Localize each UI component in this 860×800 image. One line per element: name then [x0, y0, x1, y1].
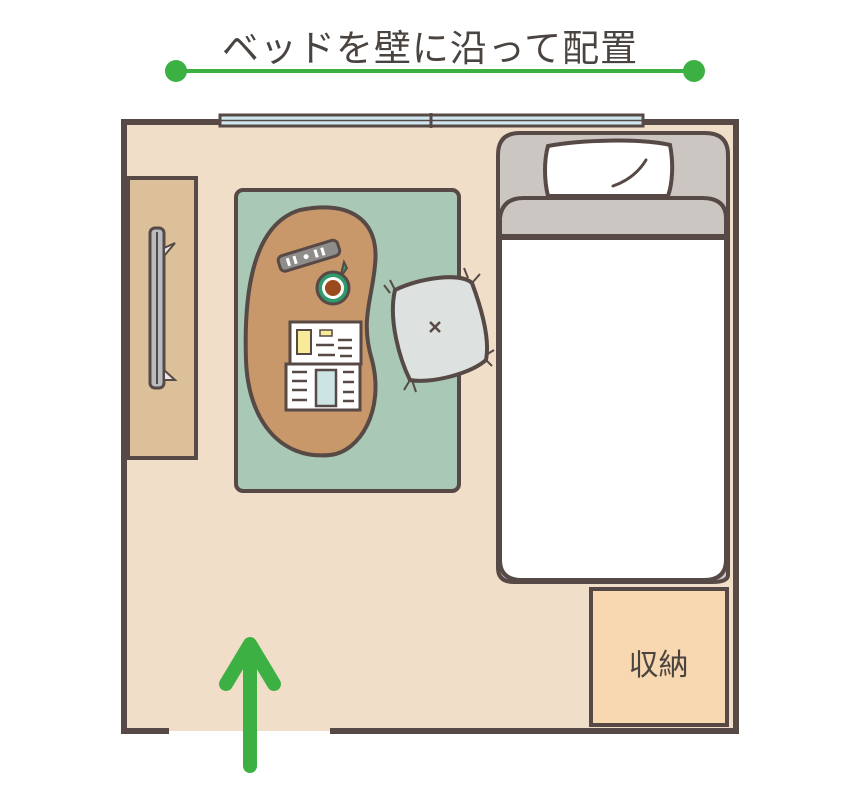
- bed-wall-indicator-line: [165, 60, 705, 82]
- pillow: [543, 138, 675, 198]
- coffee-cup-icon: [315, 259, 351, 306]
- storage-closet: [589, 587, 729, 727]
- remote-icon: [276, 238, 342, 273]
- storage-label: 収納: [628, 648, 689, 683]
- cushion: [383, 267, 495, 393]
- magazine-icon: [284, 320, 363, 412]
- room-walls: [121, 119, 739, 734]
- entrance-arrow-icon: [219, 637, 281, 773]
- bed-sheet: [498, 236, 728, 582]
- diagram-title: ベッドを壁に沿って配置: [221, 27, 639, 70]
- tv-stand: [126, 176, 198, 460]
- bed: [496, 131, 730, 584]
- tv-icon: [148, 226, 178, 390]
- window: [218, 113, 645, 128]
